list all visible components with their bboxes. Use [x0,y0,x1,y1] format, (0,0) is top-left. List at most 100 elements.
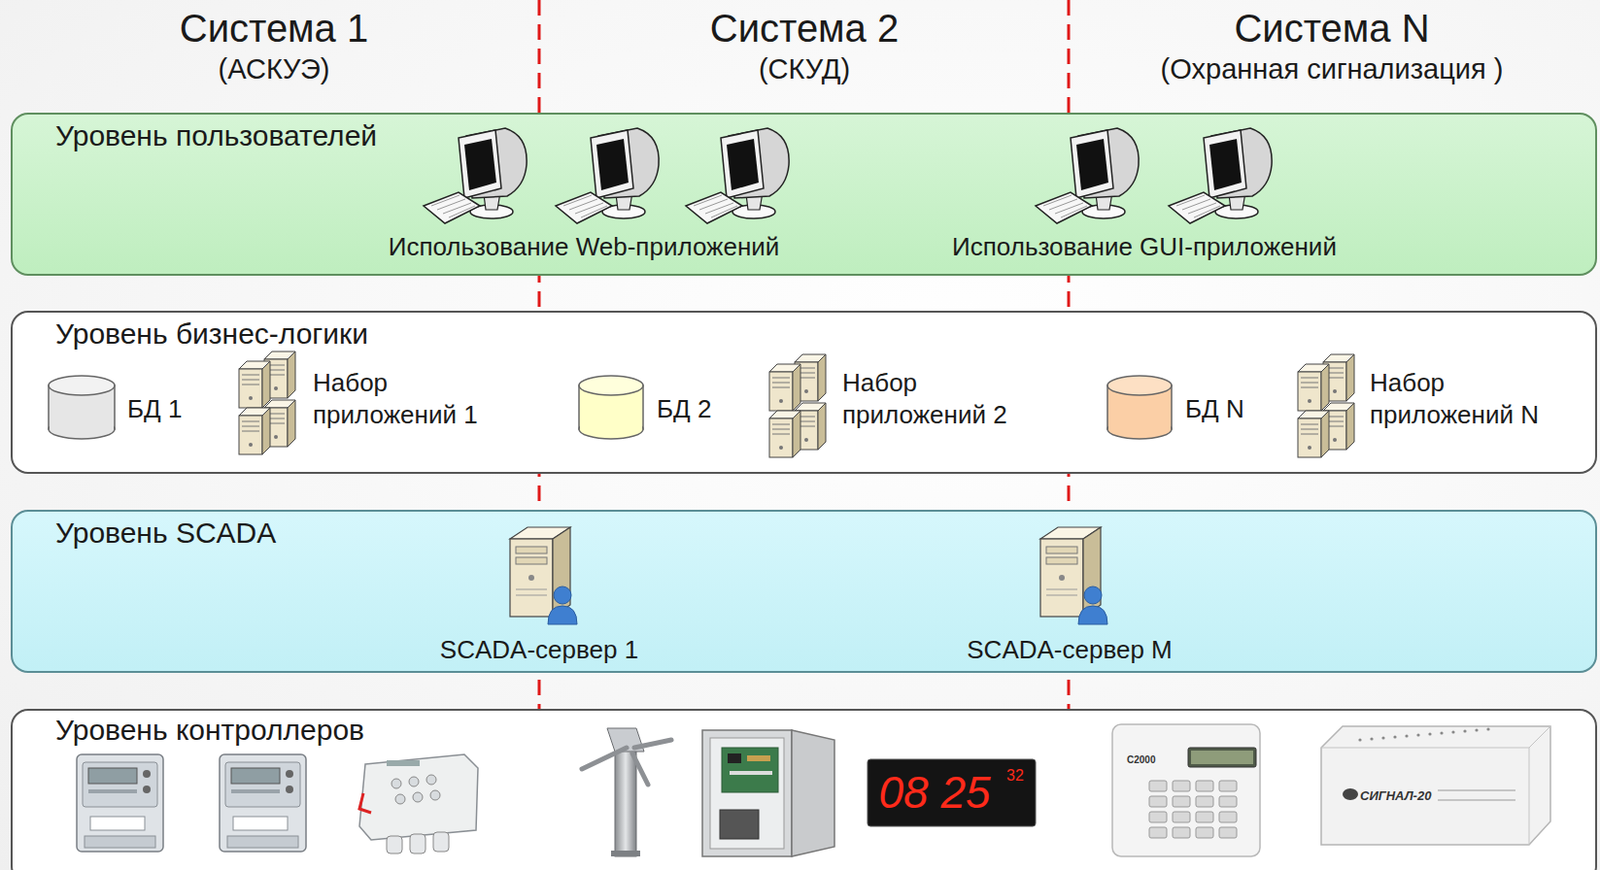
illustration-part [1437,800,1516,802]
app-set-label: Набор приложений N [1369,367,1560,432]
server-label-holder: SCADA-сервер M [966,636,1172,666]
illustration-part [1112,724,1260,857]
level-heading: Уровень SCADA [55,516,276,551]
illustration-part [1195,812,1214,823]
illustration-part [685,128,789,224]
illustration-part [1369,737,1373,741]
clock-digits-holder: 08 25 [878,767,990,819]
app-set-label-holder: Набор приложений N [1369,367,1560,432]
database-label-holder: БД N [1185,395,1245,425]
system-subtitle-holder: (СКУД) [758,53,851,86]
illustration-part [727,753,742,764]
illustration-part [1219,781,1237,792]
illustration-part [1439,731,1443,735]
illustration-part [729,771,773,776]
device-model-holder: С2000 [1126,749,1156,768]
illustration-part [1358,738,1362,742]
illustration-part [409,834,426,854]
illustration-part [1381,736,1385,740]
illustration-part [219,754,307,852]
system-title: Система 2 [710,5,899,51]
illustration-part [423,128,527,224]
illustration-part [1149,796,1167,808]
device-model: С2000 [1126,754,1156,767]
level-heading: Уровень бизнес-логики [55,317,369,352]
system-title: Система 1 [179,5,369,51]
level-heading: Уровень пользователей [55,119,377,154]
illustration-part [1149,827,1167,839]
illustration-part [1219,827,1237,839]
level-heading-holder: Уровень пользователей [55,119,377,154]
server-label-holder: SCADA-сервер 1 [440,636,639,666]
illustration-part [48,375,115,396]
illustration-part [1149,781,1237,839]
illustration-part [1195,827,1214,839]
illustration-part [1451,730,1455,734]
illustration-part [395,794,406,805]
client-caption: Использование GUI-приложений [952,233,1337,263]
system-subtitle: (СКУД) [758,53,851,86]
illustration-part [430,790,441,801]
turnstile [581,728,672,857]
server-label: SCADA-сервер M [966,636,1172,666]
database-label-holder: БД 2 [656,395,712,425]
illustration-part [1428,732,1431,736]
illustration-part [1149,812,1167,823]
system-subtitle-holder: (Охранная сигнализация ) [1160,53,1504,86]
database-cylinder [578,375,644,440]
illustration-part [1040,527,1108,625]
illustration-part [702,730,792,857]
illustration-part [611,851,641,857]
level-heading-holder: Уровень бизнес-логики [55,317,369,352]
client-caption: Использование Web-приложений [388,233,781,263]
illustration-part [1219,812,1237,823]
illustration-part [1195,781,1214,792]
system-title-holder: Система N [1233,5,1430,51]
illustration-part [1297,354,1355,458]
illustration-part [1219,796,1237,808]
system-subtitle-holder: (АСКУЭ) [218,53,331,86]
illustration-part [238,351,296,455]
illustration-part [555,128,659,224]
flow-meter [359,754,478,854]
illustration-part [632,753,648,785]
illustration-part [359,793,372,814]
scada-level-band: Уровень SCADA SCADA-сервер 1 SCADA-сервер … [10,510,1598,674]
app-set-label: Набор приложений 1 [312,367,503,432]
illustration-part [1191,750,1254,765]
illustration-part [1321,726,1551,749]
server-label: SCADA-сервер 1 [440,636,639,666]
keypad-c2000 [1112,724,1260,857]
illustration-part [510,527,578,625]
illustration-part [433,832,449,852]
system-title: Система N [1233,5,1430,51]
illustration-part [1358,727,1490,742]
illustration-part [76,754,164,852]
system-subtitle: (Охранная сигнализация ) [1160,53,1504,86]
illustration-part [1529,748,1531,846]
database-label: БД 2 [656,395,712,425]
alarm-panel-signal20 [1321,726,1551,846]
app-set-label-holder: Набор приложений 1 [312,367,503,432]
illustration-part [1321,726,1551,846]
illustration-part [1107,375,1172,396]
illustration-part [769,354,826,458]
clock-seconds: 32 [1006,767,1024,785]
clock-digits: 08 25 [878,767,990,819]
database-label: БД 1 [127,395,182,425]
user-level-band: Уровень пользователейИспользование Web-п… [10,112,1598,276]
illustration-part [1437,790,1516,792]
illustration-part [386,760,420,767]
app-set-label: Набор приложений 2 [842,367,1032,432]
database-cylinder [1107,375,1172,440]
level-heading-holder: Уровень контроллеров [55,714,365,749]
illustration-part [1342,788,1359,801]
app-set-label-holder: Набор приложений 2 [842,367,1032,432]
illustration-part [710,738,784,850]
illustration-part [634,740,672,749]
illustration-part [386,836,403,854]
illustration-part [408,777,419,787]
illustration-part [578,375,644,396]
illustration-part [1474,728,1478,732]
